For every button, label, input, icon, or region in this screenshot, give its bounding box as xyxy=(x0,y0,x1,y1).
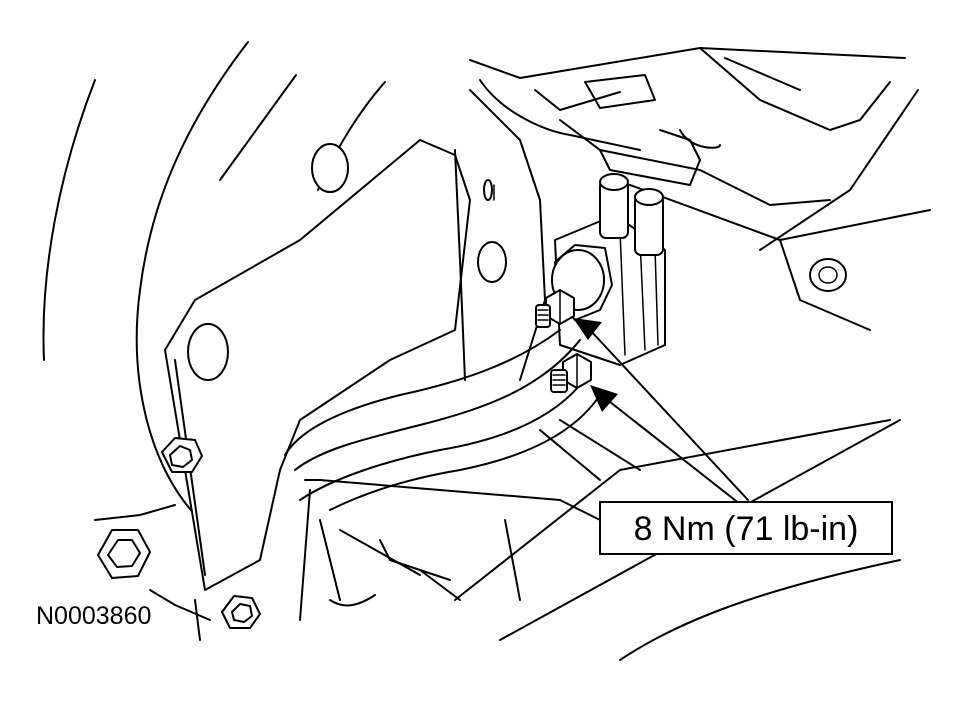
bracket-hole xyxy=(311,143,349,193)
torque-callout: 8 Nm (71 lb-in) xyxy=(599,501,893,555)
cooler-lines xyxy=(284,329,641,511)
leader-line xyxy=(590,385,746,509)
hex-bolt xyxy=(221,595,261,629)
mounting-bracket xyxy=(164,139,471,591)
frame-hole xyxy=(809,258,847,292)
cooler-assembly xyxy=(551,173,666,366)
panel-slot xyxy=(477,241,507,283)
hex-bolt xyxy=(97,529,151,579)
upper-fitting xyxy=(535,289,575,328)
bracket-hole xyxy=(187,323,229,381)
leader-line xyxy=(573,318,749,501)
lower-fitting xyxy=(550,353,592,393)
torque-callout-text: 8 Nm (71 lb-in) xyxy=(634,510,859,548)
figure-id: N0003860 xyxy=(36,602,151,630)
center-panel xyxy=(454,89,546,381)
hex-bolt xyxy=(161,437,203,473)
frame-rail xyxy=(469,47,931,331)
